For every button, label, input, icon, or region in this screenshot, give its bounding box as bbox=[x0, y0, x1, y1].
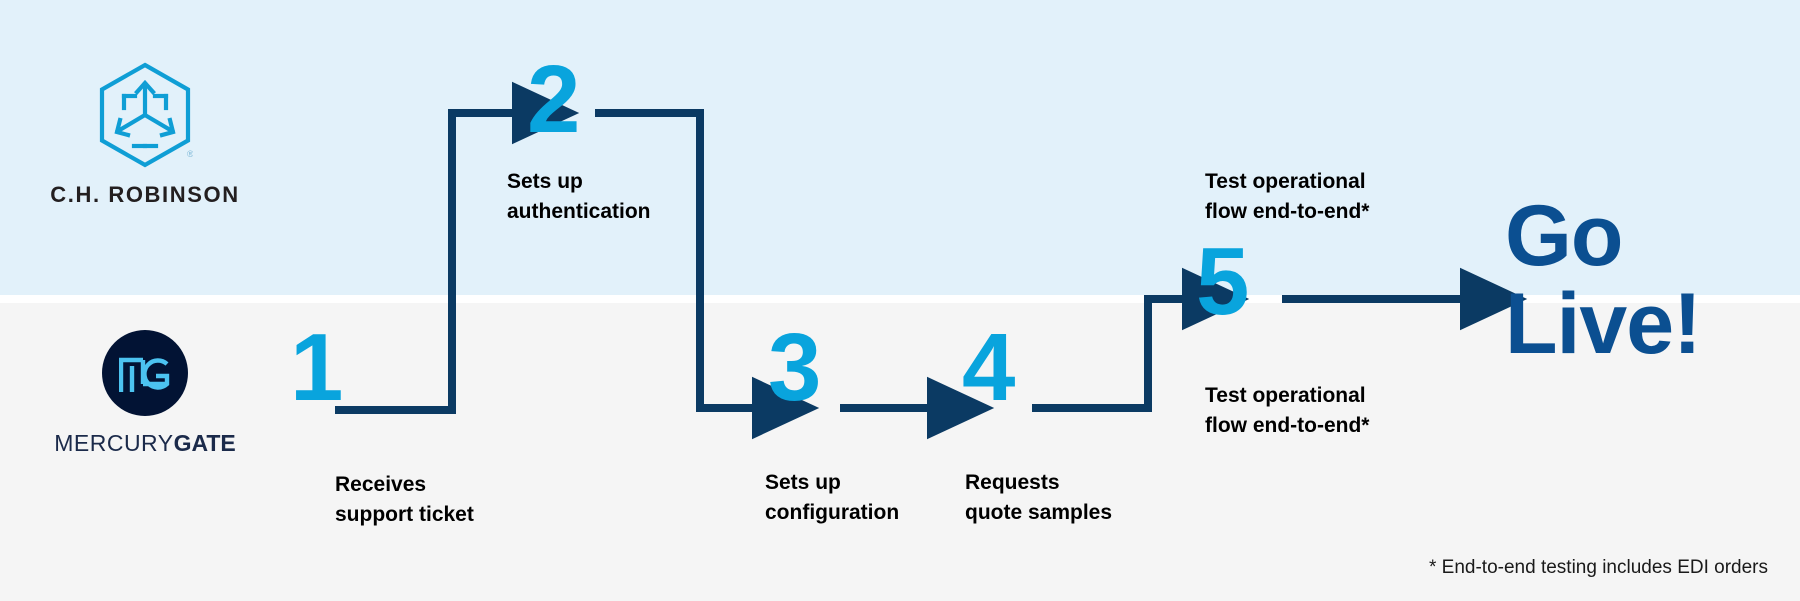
step-number-3: 3 bbox=[768, 314, 821, 421]
lane-band-chrobinson bbox=[0, 0, 1800, 295]
chrobinson-wordmark: C.H. ROBINSON bbox=[50, 182, 240, 207]
step-number-2: 2 bbox=[527, 46, 580, 153]
step-label-1: Receives support ticket bbox=[335, 473, 474, 526]
step-label-5-below: Test operational flow end-to-end* bbox=[1205, 384, 1370, 437]
lane-band-mercurygate bbox=[0, 303, 1800, 601]
mercurygate-circle bbox=[102, 330, 188, 416]
step-number-4: 4 bbox=[962, 314, 1015, 421]
svg-text:®: ® bbox=[187, 149, 193, 159]
mercurygate-mg-monogram-icon bbox=[119, 357, 170, 392]
go-live-text: Go Live! bbox=[1505, 188, 1702, 372]
step-number-1: 1 bbox=[290, 314, 343, 421]
chr-cube-arrows-icon: ® bbox=[99, 62, 193, 168]
chrobinson-logo: ® C.H. ROBINSON bbox=[40, 62, 250, 208]
step-label-4: Requests quote samples bbox=[965, 471, 1113, 524]
mercurygate-logo: MERCURYGATE bbox=[40, 330, 250, 457]
mercurygate-wordmark-light: MERCURY bbox=[54, 430, 174, 456]
step-label-3: Sets up configuration bbox=[765, 471, 900, 524]
step-label-5-above: Test operational flow end-to-end* bbox=[1205, 170, 1370, 223]
mercurygate-wordmark: MERCURYGATE bbox=[40, 430, 250, 457]
step-label-2: Sets up authentication bbox=[507, 170, 651, 223]
mercurygate-wordmark-bold: GATE bbox=[173, 430, 236, 456]
step-number-5: 5 bbox=[1196, 228, 1249, 335]
footnote-text: * End-to-end testing includes EDI orders bbox=[1428, 557, 1768, 578]
